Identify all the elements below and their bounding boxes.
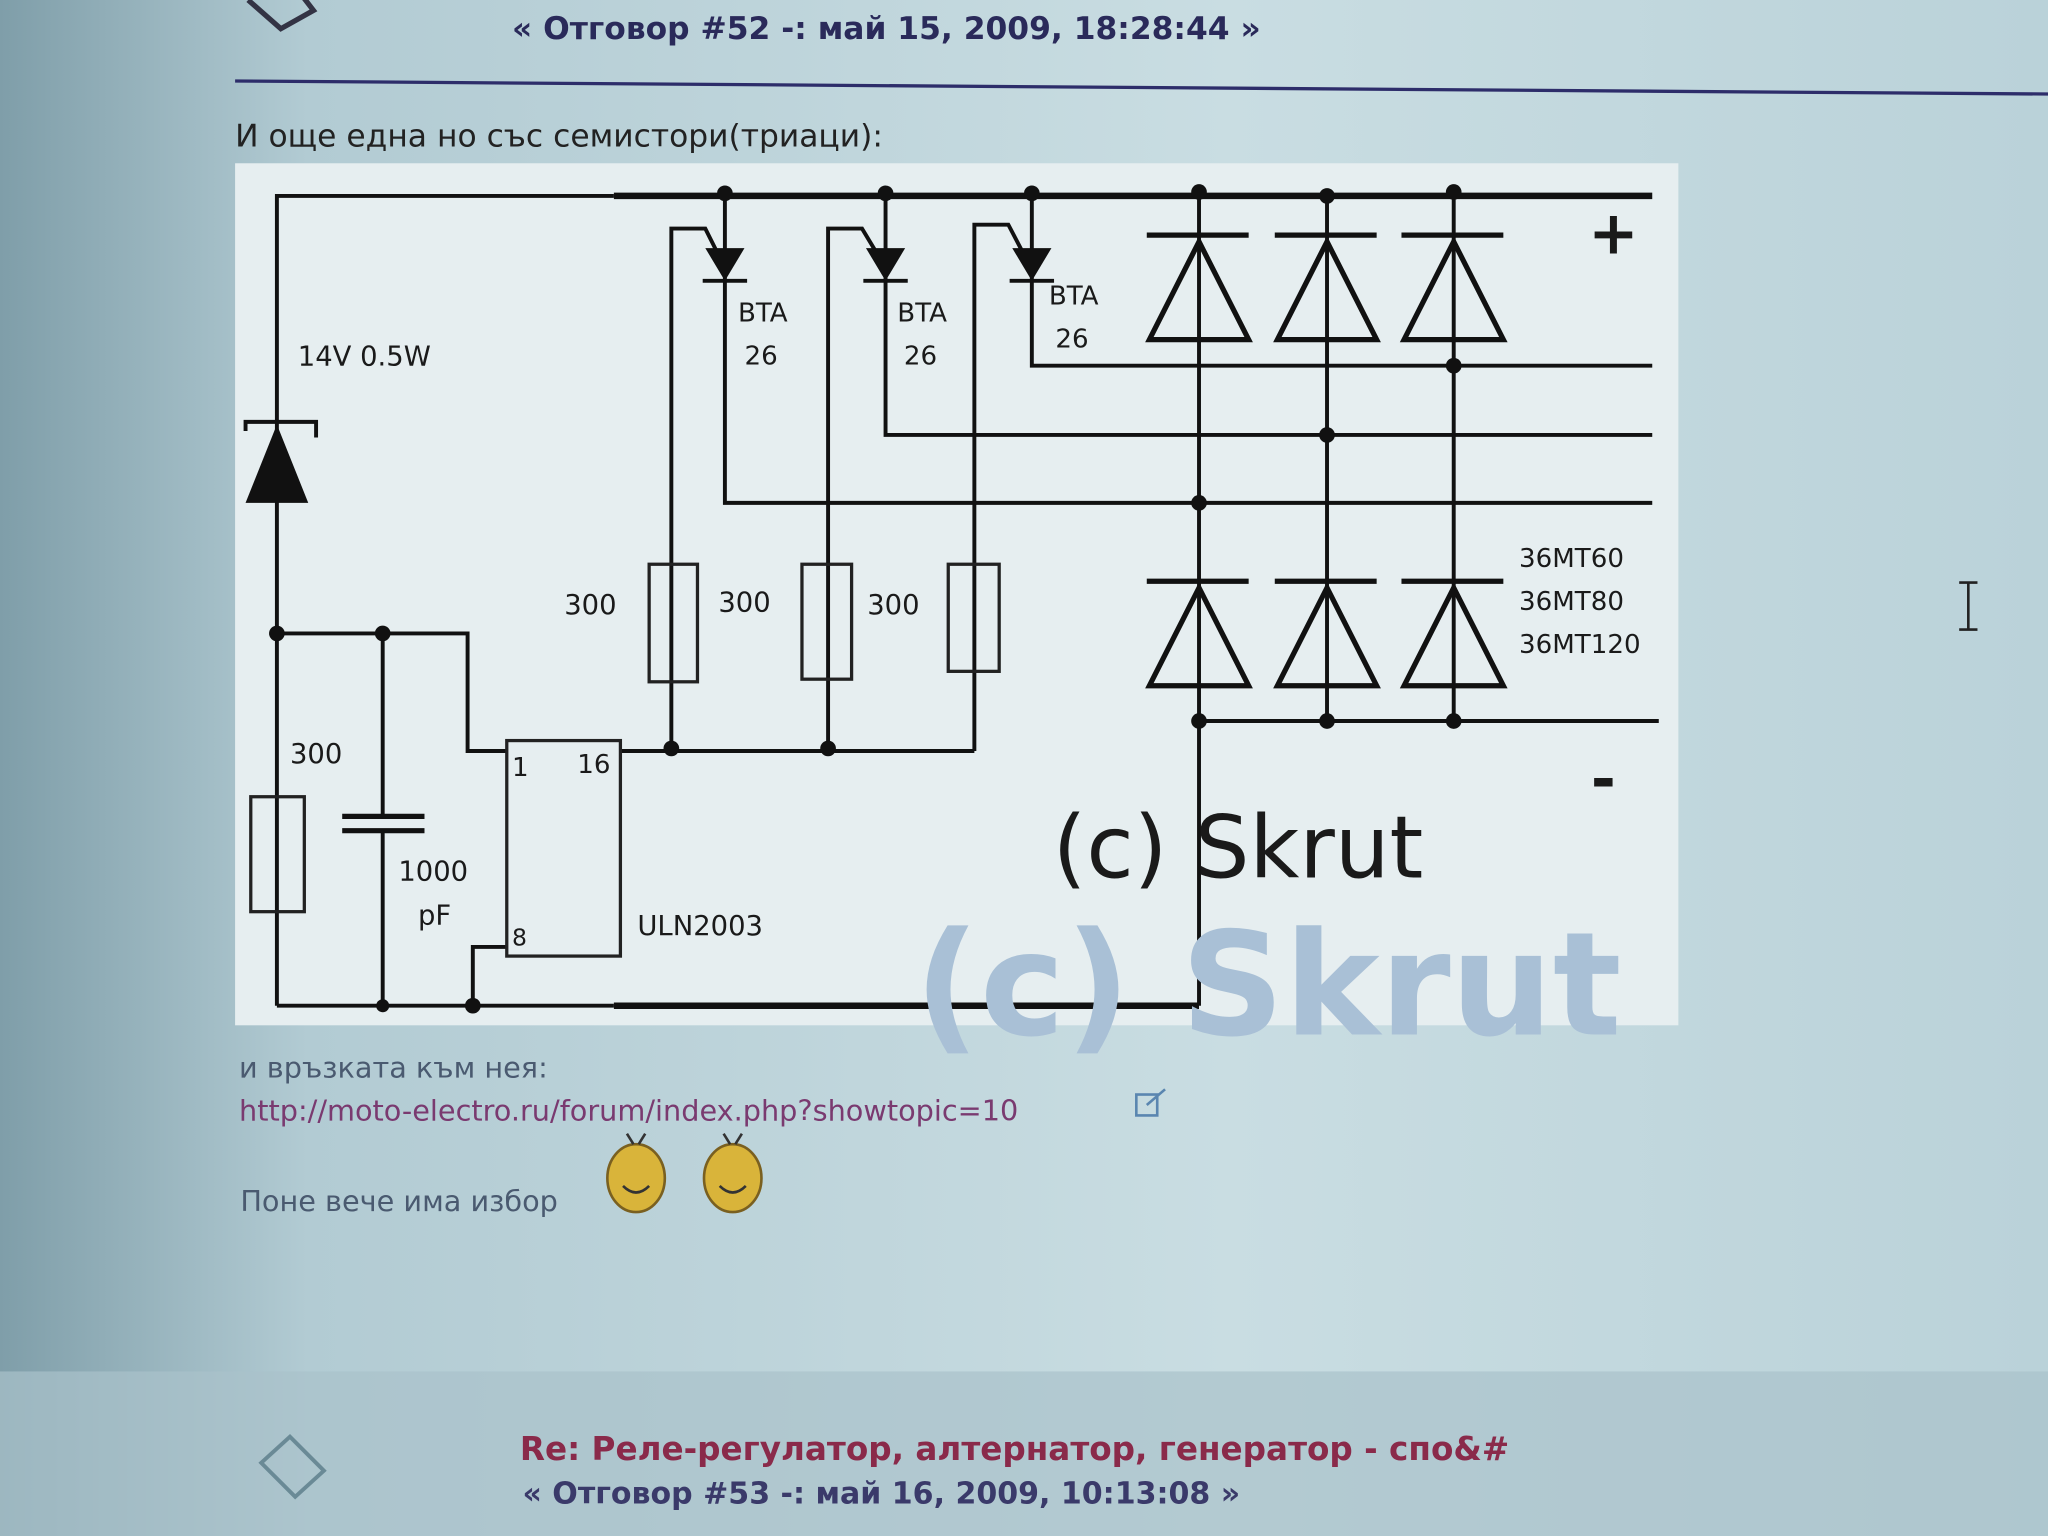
triac-1-label-2: 26 [744, 341, 777, 371]
copyright-text: (c) Skrut [1053, 799, 1424, 899]
gate-resistor-3-label: 300 [867, 590, 919, 621]
triac-1 [702, 248, 748, 283]
triac-2 [863, 248, 908, 283]
diode-label-2: 36MT80 [1519, 587, 1624, 617]
capacitor-symbol [342, 813, 425, 834]
capacitor-unit: pF [418, 901, 451, 932]
minus-terminal: - [1591, 744, 1616, 814]
reply-meta-52: « Отговор #52 -: май 15, 2009, 18:28:44 … [512, 11, 1261, 47]
diode-label-1: 36MT60 [1519, 544, 1624, 574]
triac-3-label-2: 26 [1055, 324, 1088, 354]
triac-1-label-1: BTA [738, 298, 788, 328]
post-divider [235, 79, 2048, 96]
triac-2-label-1: BTA [897, 298, 947, 328]
next-post-band [0, 1371, 2048, 1536]
junction-dots [269, 184, 1462, 1014]
resistor-left [249, 795, 306, 914]
diode-label-3: 36MT120 [1519, 630, 1641, 660]
gate-resistor-2-label: 300 [718, 587, 770, 618]
smiley-icon [606, 1133, 667, 1214]
zener-diode-symbol [243, 419, 319, 503]
closing-text: Поне вече има избор [240, 1184, 558, 1218]
ic-pin16: 16 [577, 750, 610, 780]
resistor-left-label: 300 [290, 739, 342, 770]
schematic-image: 14V 0.5W 300 1000 pF 1 16 8 ULN2003 300 … [235, 163, 1679, 1026]
plus-terminal: + [1588, 198, 1638, 268]
zener-label: 14V 0.5W [298, 342, 431, 373]
capacitor-value: 1000 [398, 856, 468, 887]
ic-name: ULN2003 [637, 911, 763, 942]
wires [274, 192, 1659, 1009]
ic-uln2003 [505, 738, 623, 958]
gate-resistor-1-label: 300 [564, 590, 616, 621]
triac-3 [1009, 248, 1055, 283]
text-cursor-icon [1959, 581, 1978, 631]
smiley-icon [702, 1133, 763, 1214]
diode-bridge [1145, 232, 1508, 689]
gate-resistor-1 [647, 562, 700, 684]
link-caption: и връзката към нея: [239, 1051, 548, 1085]
watermark-text: (c) Skrut [914, 901, 1621, 1068]
ic-pin8: 8 [512, 924, 527, 952]
next-post-title[interactable]: Re: Реле-регулатор, алтернатор, генерато… [520, 1430, 1509, 1468]
ic-pin1: 1 [512, 753, 529, 783]
triac-3-label-1: BTA [1049, 281, 1099, 311]
external-link-icon[interactable] [1135, 1088, 1166, 1117]
post-icon-top [246, 0, 318, 32]
triac-2-label-2: 26 [904, 341, 937, 371]
reply-meta-53: « Отговор #53 -: май 16, 2009, 10:13:08 … [522, 1476, 1240, 1511]
post-icon [258, 1434, 327, 1500]
forum-link[interactable]: http://moto-electro.ru/forum/index.php?s… [239, 1094, 1018, 1128]
intro-text: И още една но със семистори(триаци): [235, 118, 883, 154]
gate-resistor-2 [800, 562, 854, 681]
gate-resistor-3 [946, 562, 1001, 673]
